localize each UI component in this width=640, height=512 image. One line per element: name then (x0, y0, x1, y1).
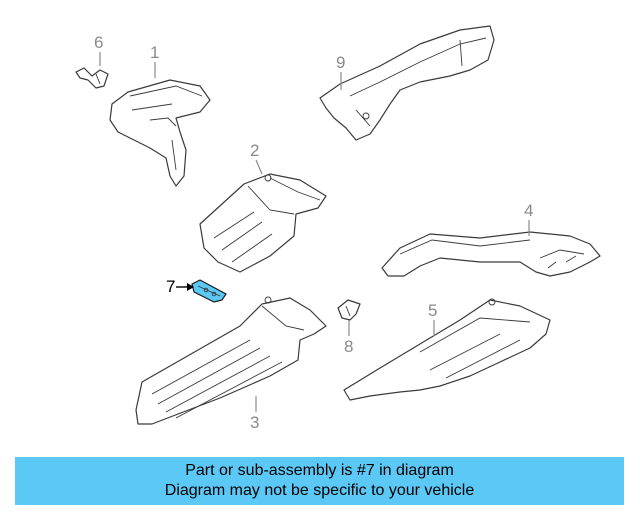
callout-6: 6 (94, 33, 103, 52)
part-2-skid-plate (199, 173, 327, 273)
part-4-bracket (381, 231, 601, 277)
leader-2 (255, 159, 263, 175)
callout-8: 8 (344, 337, 353, 356)
banner-line-2: Diagram may not be specific to your vehi… (164, 482, 475, 499)
callout-7: 7 (166, 277, 175, 296)
callout-5: 5 (428, 301, 437, 320)
part-3-skid-plate (135, 296, 327, 425)
part-5-skid-plate (343, 298, 551, 401)
info-banner: Part or sub-assembly is #7 in diagram Di… (15, 457, 624, 505)
part-7-bracket-highlighted (191, 279, 227, 303)
callout-9: 9 (336, 53, 345, 72)
part-8-bracket (337, 299, 361, 321)
part-1-bracket (109, 79, 211, 187)
callout-1: 1 (150, 43, 159, 62)
callout-2: 2 (250, 141, 259, 160)
callout-4: 4 (524, 201, 533, 220)
part-6-clip (75, 67, 109, 89)
part-9-rail (319, 25, 495, 141)
leader-7-arrowhead (187, 283, 194, 291)
banner-line-1: Part or sub-assembly is #7 in diagram (185, 462, 454, 479)
callout-3: 3 (250, 413, 259, 432)
